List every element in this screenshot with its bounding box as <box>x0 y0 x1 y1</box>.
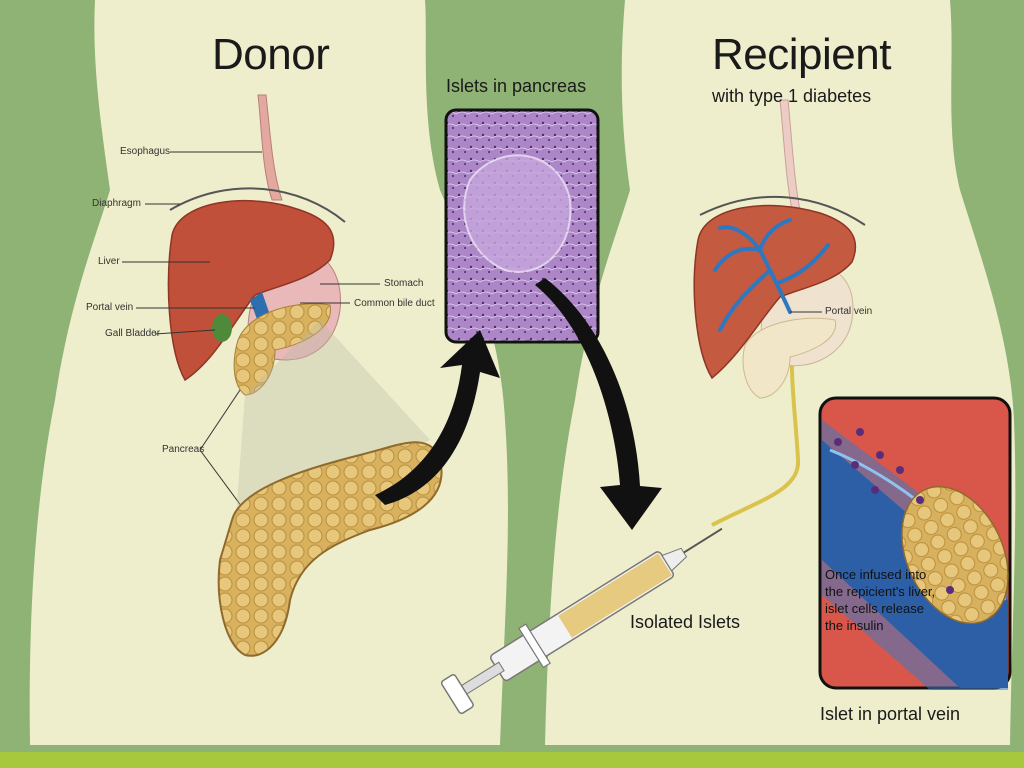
inset-caption: Islet in portal vein <box>820 704 961 724</box>
donor-gall-bladder <box>212 314 232 342</box>
esophagus <box>257 94 283 201</box>
label-esophagus: Esophagus <box>120 146 171 157</box>
donor-pancreas-in-body <box>233 303 331 396</box>
label-common-bile-duct: Common bile duct <box>354 298 435 309</box>
recipient-pancreas <box>742 317 836 399</box>
label-liver: Liver <box>98 256 120 267</box>
label-stomach: Stomach <box>384 278 424 289</box>
recipient-liver <box>693 204 857 380</box>
recipient-portal-vein-branches <box>713 218 830 332</box>
recipient-title: Recipient <box>712 30 891 79</box>
arrow-pancreas-to-islets <box>375 330 500 505</box>
isolated-islets-label: Isolated Islets <box>630 612 741 632</box>
label-gall-bladder: Gall Bladder <box>105 328 161 339</box>
label-diaphragm: Diaphragm <box>92 198 141 209</box>
islet-outline <box>463 154 572 273</box>
label-pancreas: Pancreas <box>162 444 205 455</box>
bottom-stripe <box>0 752 1024 768</box>
label-portal-vein: Portal vein <box>86 302 134 313</box>
zoom-shadow <box>235 320 430 530</box>
recipient-diaphragm <box>699 195 866 226</box>
arrow-islets-to-syringe <box>535 278 662 530</box>
portal-vein-inset <box>818 396 1012 690</box>
recipient-portal-vein-label: Portal vein <box>825 306 873 317</box>
islets-in-pancreas-label: Islets in pancreas <box>446 76 587 96</box>
diaphragm <box>169 187 346 223</box>
syringe <box>440 527 723 715</box>
donor-title: Donor <box>212 30 330 79</box>
inset-description: Once infused into the repicient's liver,… <box>825 567 936 633</box>
donor-liver <box>167 200 335 382</box>
recipient-subtitle: with type 1 diabetes <box>712 86 872 106</box>
donor-leader-lines <box>122 151 380 546</box>
